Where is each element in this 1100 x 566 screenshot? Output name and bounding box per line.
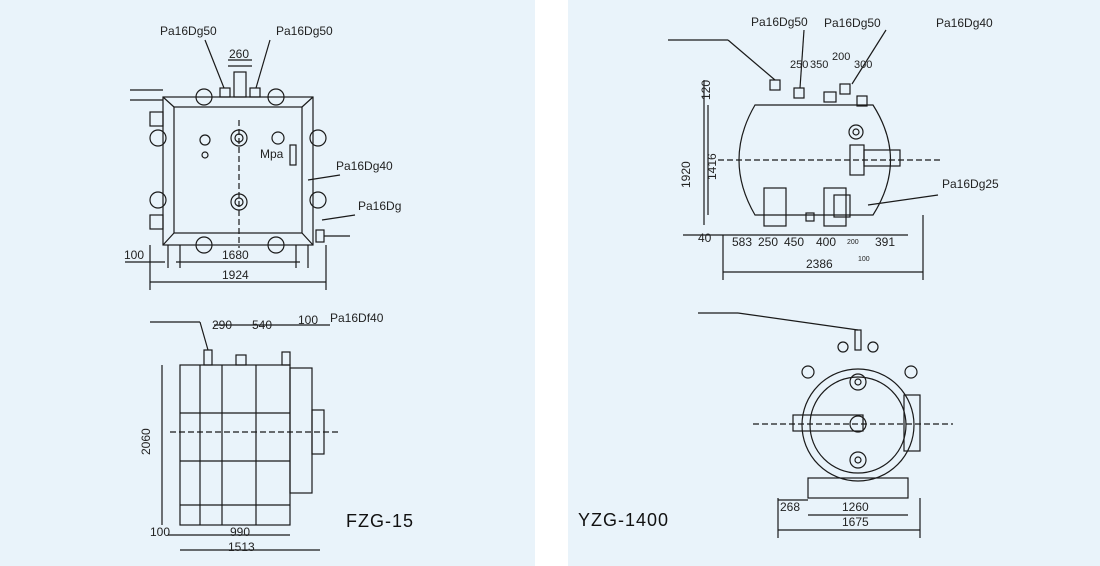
label-port-a: Pa16Dg50 bbox=[751, 15, 808, 29]
label-port-drain: Pa16Dg bbox=[358, 199, 401, 213]
dim-2386: 2386 bbox=[806, 257, 833, 271]
dim-350: 350 bbox=[810, 59, 828, 71]
fzg15-labels: Pa16Dg50 Pa16Dg50 260 Mpa Pa16Dg40 Pa16D… bbox=[124, 24, 414, 554]
panel-yzg1400: Pa16Dg50 Pa16Dg50 Pa16Dg40 250 350 200 3… bbox=[568, 0, 1100, 566]
dim-2060: 2060 bbox=[139, 428, 153, 455]
label-port-d: Pa16Dg25 bbox=[942, 177, 999, 191]
dim-1924: 1924 bbox=[222, 268, 249, 282]
dim-40: 40 bbox=[698, 231, 712, 245]
label-port-b: Pa16Dg50 bbox=[824, 16, 881, 30]
dim-583: 583 bbox=[732, 235, 752, 249]
model-yzg1400: YZG-1400 bbox=[578, 510, 669, 530]
dim-391: 391 bbox=[875, 235, 895, 249]
label-port-df40: Pa16Df40 bbox=[330, 311, 384, 325]
dim-100: 100 bbox=[124, 248, 144, 262]
tank-body bbox=[738, 104, 892, 216]
yzg1400-drawing: Pa16Dg50 Pa16Dg50 Pa16Dg40 250 350 200 3… bbox=[568, 0, 1100, 566]
dim-200b: 200 bbox=[847, 239, 859, 246]
dim-1920: 1920 bbox=[679, 161, 693, 188]
dim-250: 250 bbox=[790, 59, 808, 71]
dim-100-side: 100 bbox=[298, 313, 318, 327]
dim-1513: 1513 bbox=[228, 540, 255, 554]
label-port-c: Pa16Dg40 bbox=[936, 16, 993, 30]
dim-268: 268 bbox=[780, 500, 800, 514]
label-port-right: Pa16Dg50 bbox=[276, 24, 333, 38]
dim-120: 120 bbox=[699, 80, 713, 100]
label-port-left: Pa16Dg50 bbox=[160, 24, 217, 38]
dim-400: 400 bbox=[816, 235, 836, 249]
dim-290: 290 bbox=[212, 318, 232, 332]
yzg1400-labels: Pa16Dg50 Pa16Dg50 Pa16Dg40 250 350 200 3… bbox=[578, 15, 999, 530]
dim-260: 260 bbox=[229, 47, 249, 61]
dim-100-bottom: 100 bbox=[150, 525, 170, 539]
dim-200: 200 bbox=[832, 51, 850, 63]
dim-540: 540 bbox=[252, 318, 272, 332]
dim-1675: 1675 bbox=[842, 515, 869, 529]
dim-1260: 1260 bbox=[842, 500, 869, 514]
dim-1416: 1416 bbox=[705, 153, 719, 180]
dim-450: 450 bbox=[784, 235, 804, 249]
dim-250b: 250 bbox=[758, 235, 778, 249]
dim-1680: 1680 bbox=[222, 248, 249, 262]
fzg15-drawing: Pa16Dg50 Pa16Dg50 260 Mpa Pa16Dg40 Pa16D… bbox=[0, 0, 535, 566]
panel-fzg15: Pa16Dg50 Pa16Dg50 260 Mpa Pa16Dg40 Pa16D… bbox=[0, 0, 535, 566]
model-fzg15: FZG-15 bbox=[346, 511, 414, 531]
dim-990: 990 bbox=[230, 525, 250, 539]
dim-300: 300 bbox=[854, 59, 872, 71]
label-gauge: Mpa bbox=[260, 147, 284, 161]
end-view-shell bbox=[801, 368, 915, 482]
label-port-side: Pa16Dg40 bbox=[336, 159, 393, 173]
dim-100: 100 bbox=[858, 256, 870, 263]
